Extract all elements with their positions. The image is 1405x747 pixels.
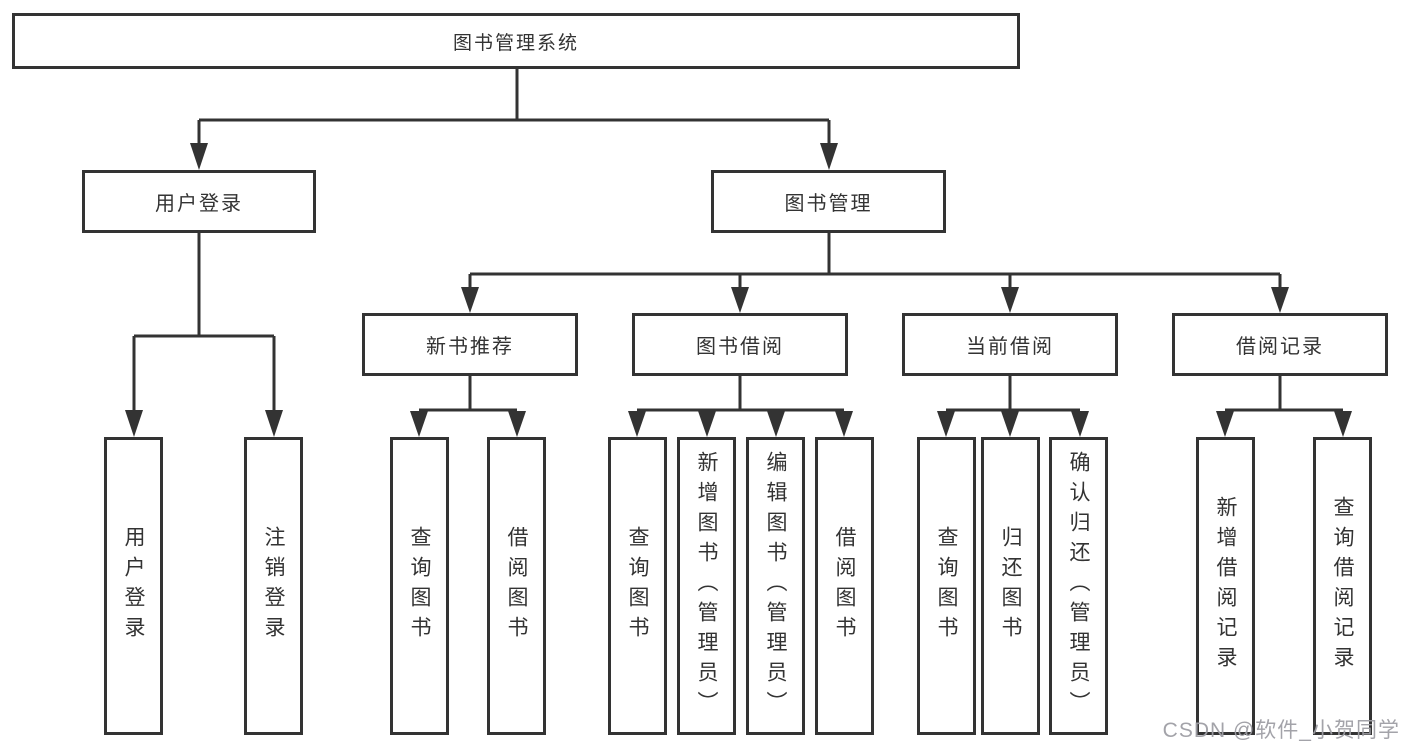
node-user-login-label: 用户登录: [155, 193, 243, 215]
leaf-borrow-books-borrow-label: 借阅图书: [833, 526, 856, 646]
node-book-borrow-label: 图书借阅: [696, 336, 784, 358]
leaf-query-borrow-record: 查询借阅记录: [1313, 437, 1372, 735]
leaf-user-login-label: 用户登录: [122, 526, 145, 646]
leaf-confirm-return-admin: 确认归还（管理员）: [1049, 437, 1108, 735]
leaf-confirm-return-admin-label: 确认归还（管理员）: [1067, 451, 1090, 721]
node-borrow-records-label: 借阅记录: [1236, 336, 1324, 358]
node-book-borrow: 图书借阅: [632, 313, 848, 376]
node-user-login: 用户登录: [82, 170, 316, 233]
leaf-add-book-admin-label: 新增图书（管理员）: [695, 451, 718, 721]
leaf-query-books-borrow-label: 查询图书: [626, 526, 649, 646]
leaf-query-books-current: 查询图书: [917, 437, 976, 735]
node-book-management-label: 图书管理: [784, 193, 873, 215]
node-root-system: 图书管理系统: [12, 13, 1020, 69]
node-new-book-recommend: 新书推荐: [362, 313, 578, 376]
leaf-add-book-admin: 新增图书（管理员）: [677, 437, 736, 735]
leaf-return-book-label: 归还图书: [999, 526, 1022, 646]
leaf-edit-book-admin: 编辑图书（管理员）: [746, 437, 805, 735]
leaf-query-books-current-label: 查询图书: [935, 526, 958, 646]
node-book-management: 图书管理: [711, 170, 946, 233]
leaf-query-books-newbook-label: 查询图书: [408, 526, 431, 646]
leaf-borrow-books-newbook-label: 借阅图书: [505, 526, 528, 646]
leaf-query-books-borrow: 查询图书: [608, 437, 667, 735]
leaf-edit-book-admin-label: 编辑图书（管理员）: [764, 451, 787, 721]
leaf-return-book: 归还图书: [981, 437, 1040, 735]
leaf-logout-label: 注销登录: [262, 526, 285, 646]
leaf-query-borrow-record-label: 查询借阅记录: [1331, 496, 1354, 676]
leaf-logout: 注销登录: [244, 437, 303, 735]
leaf-query-books-newbook: 查询图书: [390, 437, 449, 735]
leaf-add-borrow-record: 新增借阅记录: [1196, 437, 1255, 735]
leaf-borrow-books-newbook: 借阅图书: [487, 437, 546, 735]
node-current-borrow-label: 当前借阅: [966, 336, 1054, 358]
node-current-borrow: 当前借阅: [902, 313, 1118, 376]
node-borrow-records: 借阅记录: [1172, 313, 1388, 376]
node-new-book-recommend-label: 新书推荐: [426, 336, 514, 358]
leaf-borrow-books-borrow: 借阅图书: [815, 437, 874, 735]
csdn-watermark: CSDN @软件_小贺同学: [1162, 719, 1400, 742]
leaf-user-login: 用户登录: [104, 437, 163, 735]
leaf-add-borrow-record-label: 新增借阅记录: [1214, 496, 1237, 676]
node-root-label: 图书管理系统: [452, 32, 579, 54]
